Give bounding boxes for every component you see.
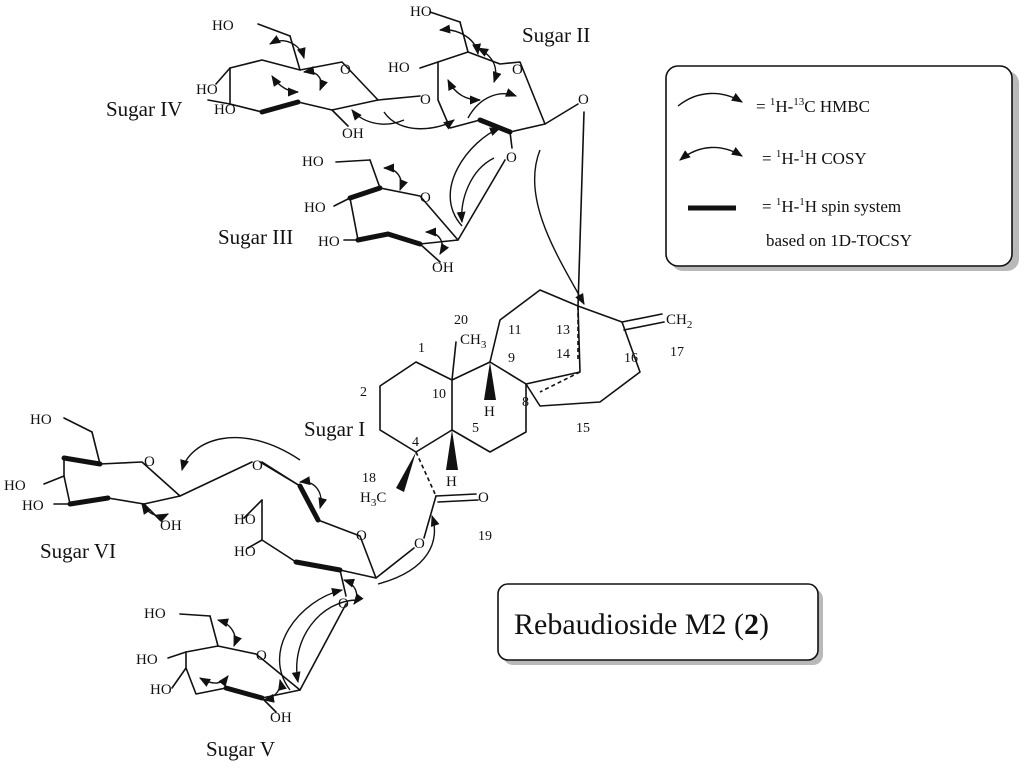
carbon-number-9: 9 xyxy=(508,351,515,366)
sugar-i-ho-mid: HO xyxy=(234,512,256,528)
sugar-v-ho-low: HO xyxy=(150,682,172,698)
sugar-v-ring-o: O xyxy=(256,648,267,664)
sugar-iii-ho-top: HO xyxy=(302,154,324,170)
sugar-iv-ring-o: O xyxy=(340,62,351,78)
aglycone-h-9: H xyxy=(484,404,495,420)
sugar-iii-ho-mid: HO xyxy=(304,200,326,216)
legend-hmbc: = 1H-13C HMBC xyxy=(756,96,870,116)
sugar-iv-label: Sugar IV xyxy=(106,97,182,121)
sugar-iv-ring xyxy=(207,23,421,127)
sugar-vi-ring-o: O xyxy=(144,454,155,470)
legend-tocsy-line2: based on 1D-TOCSY xyxy=(766,231,912,250)
sugar-vi-ho-mid: HO xyxy=(4,478,26,494)
sugar-v-ho-mid: HO xyxy=(136,652,158,668)
sugar-ii-ho-top: HO xyxy=(410,4,432,20)
sugar-vi-ho-top: HO xyxy=(30,412,52,428)
compound-title: Rebaudioside M2 (2) xyxy=(514,608,769,641)
sugar-i-ring xyxy=(243,461,415,597)
carbon-number-4: 4 xyxy=(412,435,419,450)
carbon-number-5: 5 xyxy=(472,421,479,436)
sugar-ii-glyco-o-13: O xyxy=(578,92,589,108)
legend-box xyxy=(665,65,1019,271)
legend-tocsy: = 1H-1H spin system xyxy=(762,196,901,216)
sugar-iv-oh: OH xyxy=(342,126,364,142)
sugar-iii-label: Sugar III xyxy=(218,225,293,249)
carbon-number-10: 10 xyxy=(432,387,446,402)
compound-title-box xyxy=(497,583,823,665)
carbon-number-8: 8 xyxy=(522,395,529,410)
sugar-vi-oh: OH xyxy=(160,518,182,534)
aglycone-core xyxy=(379,111,665,539)
aglycone-h-5: H xyxy=(446,474,457,490)
sugar-v-ring xyxy=(167,603,347,713)
sugar-v-label: Sugar V xyxy=(206,737,275,761)
hmbc-arrow-icon xyxy=(677,92,743,107)
carbon-number-11: 11 xyxy=(508,323,521,338)
correlation-arrows xyxy=(141,24,585,703)
sugar-vi-label: Sugar VI xyxy=(40,539,116,563)
sugar-vi-ho-low: HO xyxy=(22,498,44,514)
aglycone-ester-o: O xyxy=(414,536,425,552)
sugar-iii-oh: OH xyxy=(432,260,454,276)
aglycone-h3c-18: H3C xyxy=(360,490,386,509)
carbon-number-14: 14 xyxy=(556,347,570,362)
sugar-i-ring-o: O xyxy=(356,528,367,544)
carbon-number-20: 20 xyxy=(454,313,468,328)
sugar-iv-ho-low: HO xyxy=(214,102,236,118)
sugar-iii-ho-low: HO xyxy=(318,234,340,250)
sugar-v-ho-top: HO xyxy=(144,606,166,622)
sugar-i-label: Sugar I xyxy=(304,417,365,441)
carbon-number-13: 13 xyxy=(556,323,570,338)
sugar-iii-ring-o: O xyxy=(420,190,431,206)
sugar-ii-label: Sugar II xyxy=(522,23,590,47)
carbon-number-1: 1 xyxy=(418,341,425,356)
carbon-number-18: 18 xyxy=(362,471,376,486)
carbon-number-16: 16 xyxy=(624,351,638,366)
carbon-number-19: 19 xyxy=(478,529,492,544)
legend-cosy: = 1H-1H COSY xyxy=(762,148,867,168)
sugar-ii-glyco-o: O xyxy=(420,92,431,108)
sugar-iii-ring xyxy=(333,159,506,263)
carbon-number-17: 17 xyxy=(670,345,684,360)
cosy-double-arrow-icon xyxy=(679,146,743,161)
sugar-ii-ho-mid: HO xyxy=(388,60,410,76)
sugar-iv-ho-mid: HO xyxy=(196,82,218,98)
sugar-v-oh: OH xyxy=(270,710,292,726)
sugar-iv-ho-top: HO xyxy=(212,18,234,34)
carbon-number-2: 2 xyxy=(360,385,367,400)
sugar-i-glyco-o: O xyxy=(252,458,263,474)
aglycone-carbonyl-o: O xyxy=(478,490,489,506)
sugar-ii-o2: O xyxy=(506,150,517,166)
sugar-i-ho-low: HO xyxy=(234,544,256,560)
aglycone-ch2-17: CH2 xyxy=(666,312,692,331)
sugar-ii-ring-o: O xyxy=(512,62,523,78)
carbon-number-15: 15 xyxy=(576,421,590,436)
aglycone-ch3-20: CH3 xyxy=(460,332,487,351)
